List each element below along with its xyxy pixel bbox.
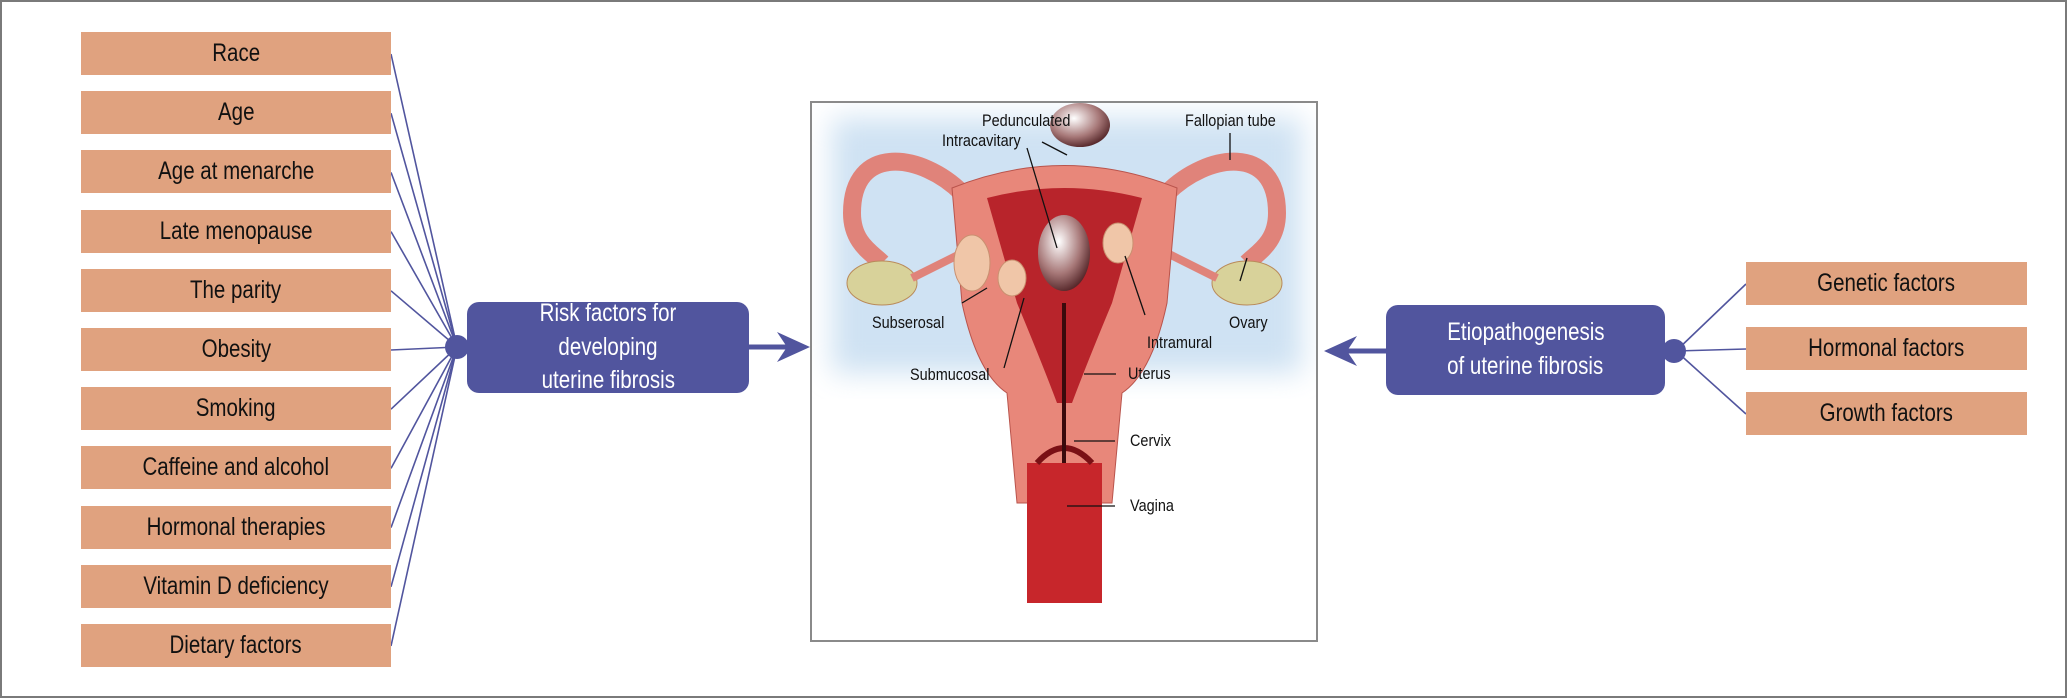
risk-factor-label: Obesity xyxy=(201,335,271,363)
risk-factor-box: Vitamin D deficiency xyxy=(81,564,391,608)
risk-connector-line xyxy=(390,346,458,410)
label-intramural: Intramural xyxy=(1147,333,1213,352)
etiopathogenesis-hub: Etiopathogenesis of uterine fibrosis xyxy=(1386,305,1665,395)
etio-factor-box: Genetic factors xyxy=(1746,262,2027,305)
risk-connector-line xyxy=(390,53,458,348)
arrow-right-icon xyxy=(747,332,810,362)
etio-hub-line2: of uterine fibrosis xyxy=(1447,352,1604,380)
etio-factor-label: Hormonal factors xyxy=(1808,334,1965,362)
risk-factor-box: Caffeine and alcohol xyxy=(81,446,391,490)
label-ovary: Ovary xyxy=(1229,313,1268,332)
risk-factor-box: Age xyxy=(81,91,391,135)
uterus-illustration xyxy=(832,103,1302,603)
risk-connector-line xyxy=(390,172,458,348)
risk-factor-label: Smoking xyxy=(196,394,276,423)
risk-connector-line xyxy=(390,346,458,528)
risk-factor-label: Hormonal therapies xyxy=(146,512,326,541)
risk-connector-line xyxy=(390,346,458,647)
risk-connector-line xyxy=(390,346,458,588)
risk-factor-label: Age at menarche xyxy=(157,157,315,186)
risk-connector-line xyxy=(390,290,458,348)
risk-factor-box: Obesity xyxy=(81,328,391,371)
risk-factor-label: Dietary factors xyxy=(169,631,303,659)
risk-factor-box: Age at menarche xyxy=(81,150,391,194)
risk-factor-box: The parity xyxy=(81,268,391,312)
risk-connector-line xyxy=(390,112,458,348)
label-subserosal: Subserosal xyxy=(872,313,945,332)
risk-factor-label: Caffeine and alcohol xyxy=(142,453,330,482)
label-cervix: Cervix xyxy=(1130,431,1171,450)
risk-factor-label: The parity xyxy=(190,275,282,304)
risk-factor-label: Vitamin D deficiency xyxy=(143,571,329,600)
uterus-illustration-frame: Pedunculated Intracavitary Fallopian tub… xyxy=(810,101,1318,642)
risk-factor-box: Late menopause xyxy=(81,209,391,253)
etio-factor-label: Growth factors xyxy=(1819,399,1954,427)
risk-factor-box: Dietary factors xyxy=(81,624,391,667)
etio-hub-line1: Etiopathogenesis xyxy=(1446,318,1605,347)
risk-factor-label: Late menopause xyxy=(159,216,313,245)
risk-factor-box: Hormonal therapies xyxy=(81,505,391,549)
label-vagina: Vagina xyxy=(1130,496,1174,515)
label-pedunculated: Pedunculated xyxy=(982,111,1071,130)
risk-hub-line1: Risk factors for developing xyxy=(539,298,677,361)
right-connectors xyxy=(1675,283,1747,415)
etio-hub-node xyxy=(1662,339,1686,363)
risk-factor-box: Smoking xyxy=(81,387,391,431)
risk-factor-label: Race xyxy=(212,39,260,67)
arrow-left-icon xyxy=(1324,336,1388,366)
risk-hub-line2: uterine fibrosis xyxy=(541,366,675,395)
etio-factor-box: Hormonal factors xyxy=(1746,327,2027,370)
risk-connector-line xyxy=(390,346,458,469)
label-intracavitary: Intracavitary xyxy=(942,131,1021,150)
risk-factor-box: Race xyxy=(81,32,391,75)
risk-factor-label: Age xyxy=(217,98,255,127)
etio-factor-label: Genetic factors xyxy=(1817,269,1956,297)
etio-factor-box: Growth factors xyxy=(1746,392,2027,435)
label-submucosal: Submucosal xyxy=(910,365,990,384)
label-uterus: Uterus xyxy=(1128,364,1171,383)
risk-hub-node xyxy=(445,335,469,359)
label-fallopian-tube: Fallopian tube xyxy=(1185,111,1276,130)
risk-connector-line xyxy=(390,231,458,348)
risk-factors-hub: Risk factors for developing uterine fibro… xyxy=(467,299,749,394)
